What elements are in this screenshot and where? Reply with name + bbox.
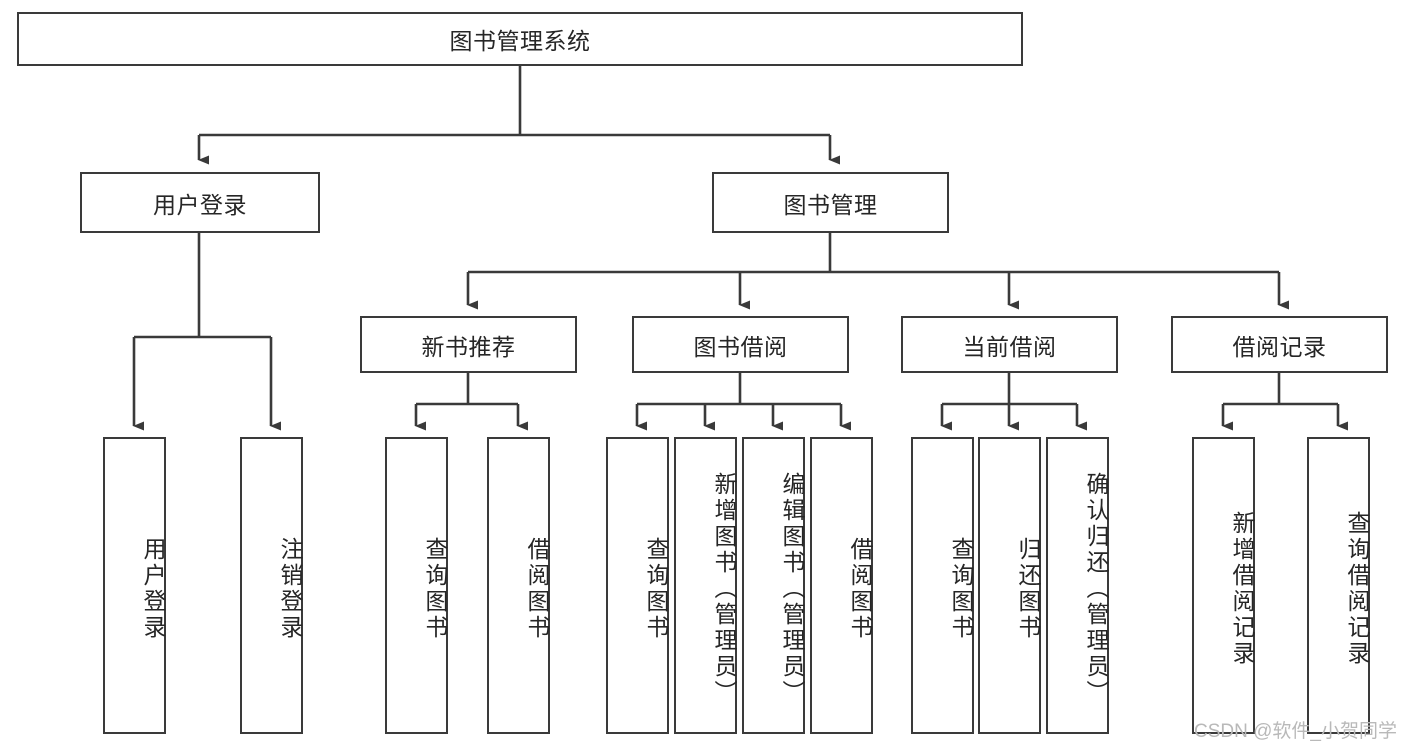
leaf-add-book[interactable]: 新增图书（管理员）: [674, 437, 737, 734]
leaf-user-login[interactable]: 用户登录: [103, 437, 166, 734]
node-user-login[interactable]: 用户登录: [80, 172, 320, 233]
leaf-query-book-recommend[interactable]: 查询图书: [385, 437, 448, 734]
leaf-query-book-borrow[interactable]: 查询图书: [606, 437, 669, 734]
leaf-label: 借阅图书: [847, 536, 873, 641]
leaf-label: 查询图书: [643, 536, 669, 641]
leaf-label: 确认归还（管理员）: [1083, 471, 1109, 706]
node-current-borrow[interactable]: 当前借阅: [901, 316, 1118, 373]
leaf-label: 查询借阅记录: [1344, 510, 1370, 667]
node-new-book-recommend[interactable]: 新书推荐: [360, 316, 577, 373]
leaf-borrow-book[interactable]: 借阅图书: [810, 437, 873, 734]
leaf-query-book-current[interactable]: 查询图书: [911, 437, 974, 734]
csdn-watermark: CSDN @软件_小贺同学: [1194, 721, 1397, 742]
leaf-label: 新增借阅记录: [1229, 510, 1255, 667]
leaf-label: 归还图书: [1015, 536, 1041, 641]
leaf-label: 查询图书: [422, 536, 448, 641]
leaf-label: 用户登录: [140, 536, 166, 641]
leaf-query-borrow-record[interactable]: 查询借阅记录: [1307, 437, 1370, 734]
leaf-label: 新增图书（管理员）: [711, 471, 737, 706]
leaf-label: 借阅图书: [524, 536, 550, 641]
leaf-borrow-book-recommend[interactable]: 借阅图书: [487, 437, 550, 734]
leaf-label: 查询图书: [948, 536, 974, 641]
leaf-label: 注销登录: [277, 536, 303, 641]
node-book-manage[interactable]: 图书管理: [712, 172, 949, 233]
leaf-label: 编辑图书（管理员）: [779, 471, 805, 706]
node-borrow-record[interactable]: 借阅记录: [1171, 316, 1388, 373]
node-root-system[interactable]: 图书管理系统: [17, 12, 1023, 66]
leaf-confirm-return[interactable]: 确认归还（管理员）: [1046, 437, 1109, 734]
node-book-borrow[interactable]: 图书借阅: [632, 316, 849, 373]
leaf-logout-login[interactable]: 注销登录: [240, 437, 303, 734]
leaf-add-borrow-record[interactable]: 新增借阅记录: [1192, 437, 1255, 734]
leaf-return-book[interactable]: 归还图书: [978, 437, 1041, 734]
leaf-edit-book[interactable]: 编辑图书（管理员）: [742, 437, 805, 734]
